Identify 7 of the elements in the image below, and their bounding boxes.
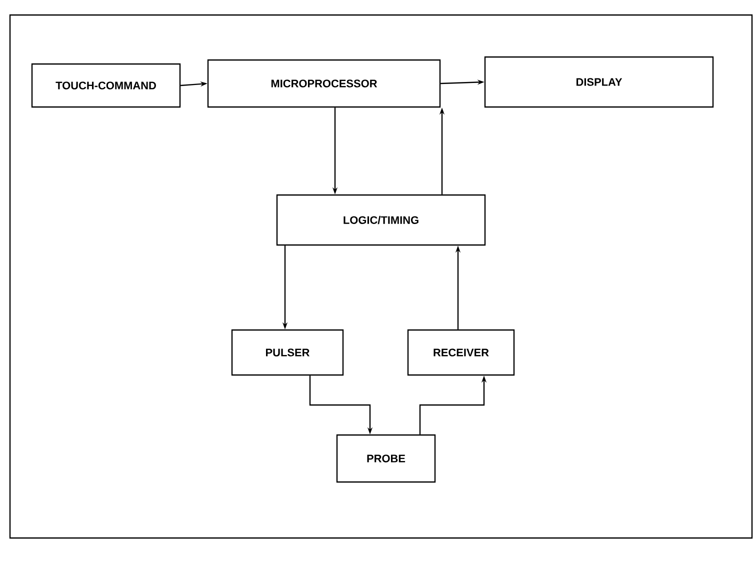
block-box: PROBE [336, 434, 436, 483]
block-box: TOUCH-COMMAND [31, 63, 181, 108]
block-box: RECEIVER [407, 329, 515, 376]
block-box: MICROPROCESSOR [207, 59, 441, 108]
block-box: DISPLAY [484, 56, 714, 108]
block-box: PULSER [231, 329, 344, 376]
block-box: LOGIC/TIMING [276, 194, 486, 246]
